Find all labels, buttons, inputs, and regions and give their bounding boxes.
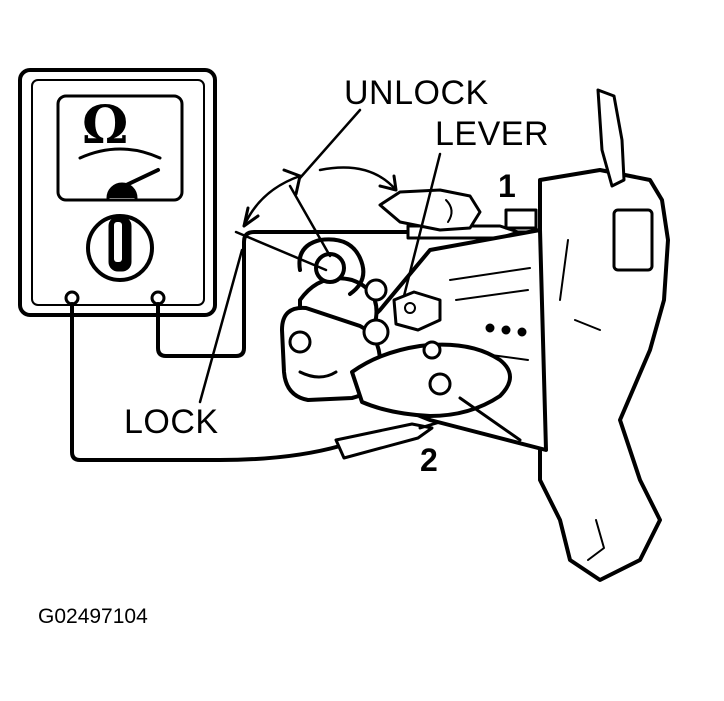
- lever-label: LEVER: [435, 115, 549, 153]
- terminal-2-label: 2: [420, 442, 438, 478]
- test-leads: [70, 230, 412, 462]
- terminal-1-label: 1: [498, 168, 516, 204]
- ohmmeter-icon: [18, 68, 217, 317]
- door-lock-assembly-icon: [280, 88, 670, 582]
- unlock-label: UNLOCK: [344, 74, 489, 112]
- lock-label: LOCK: [124, 403, 219, 441]
- figure-code: G02497104: [38, 605, 148, 628]
- ohm-symbol: Ω: [82, 95, 129, 156]
- callout-lines: [198, 108, 442, 404]
